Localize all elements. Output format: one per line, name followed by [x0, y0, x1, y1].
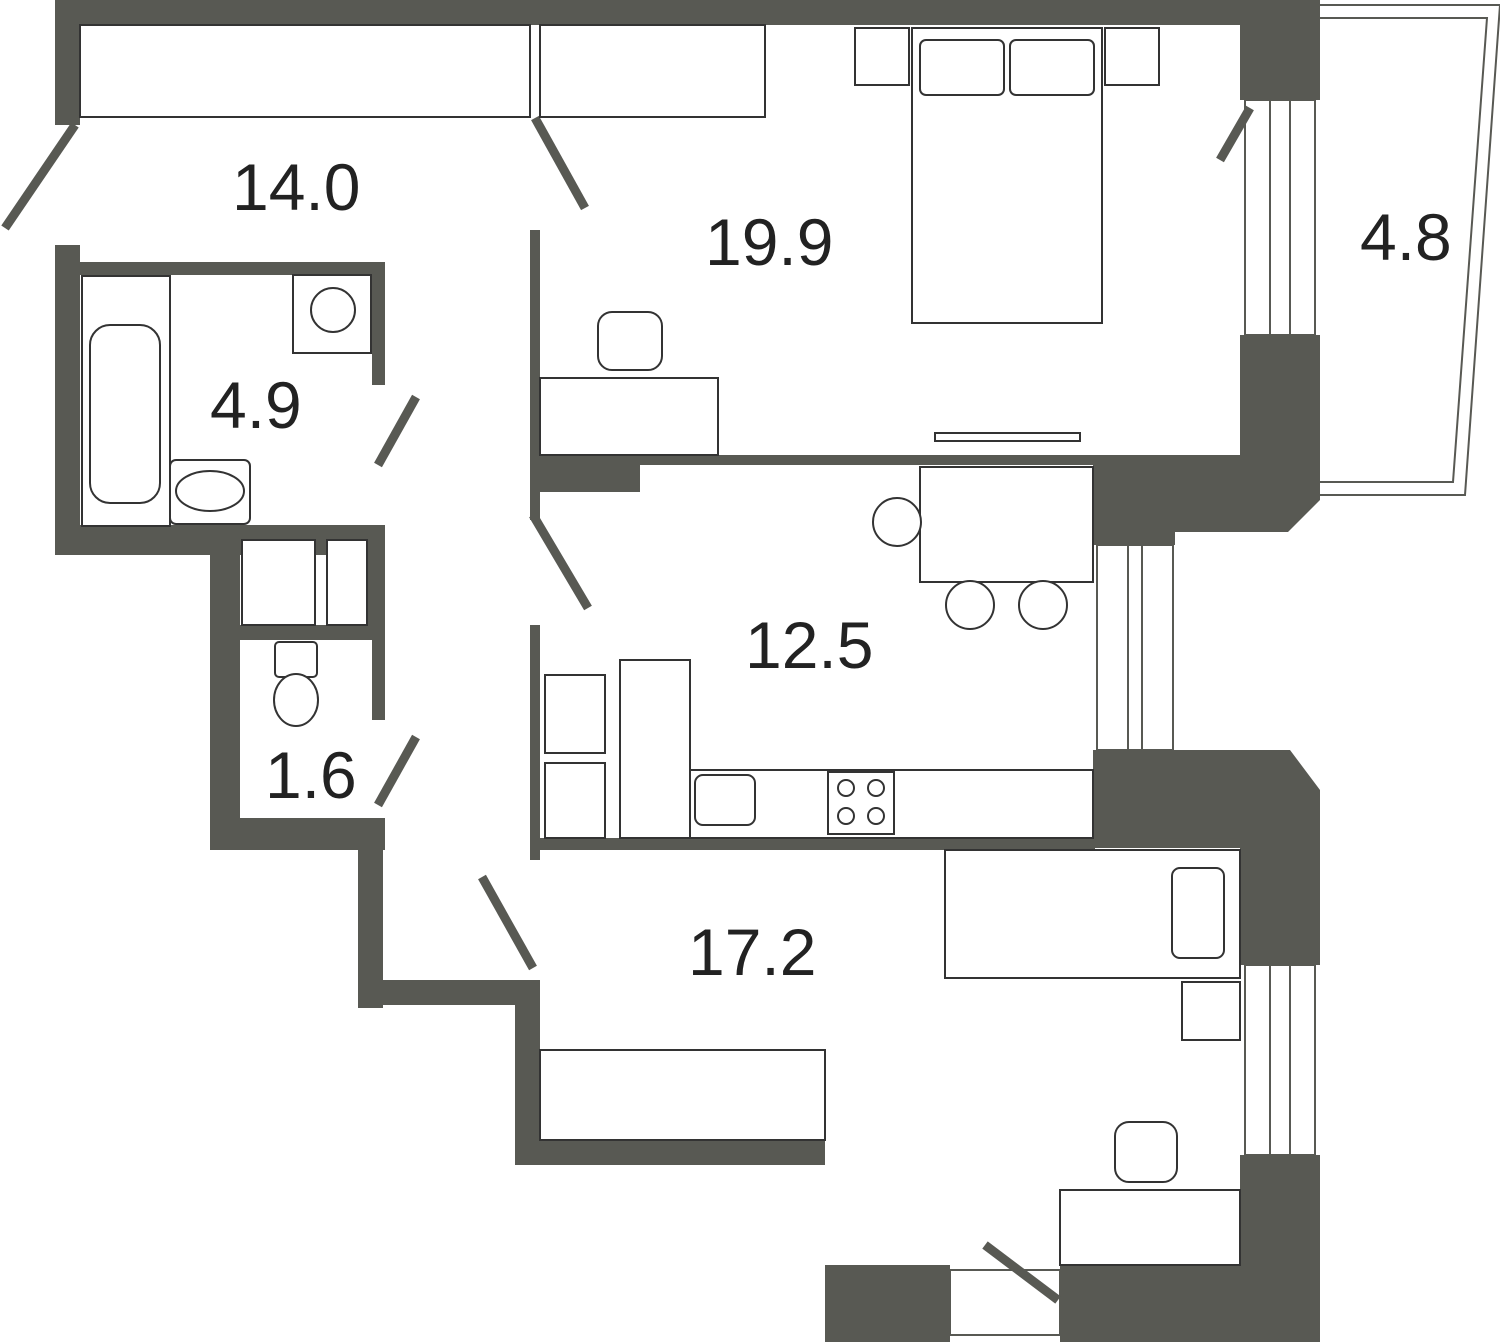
room-area-toilet: 1.6: [265, 738, 357, 812]
room-labels: 14.0 19.9 4.8 4.9 1.6 12.5 17.2: [210, 150, 1452, 989]
tv: [934, 432, 1081, 442]
chair-2: [1114, 1121, 1178, 1183]
kitchen-sink: [694, 774, 756, 826]
toilet: [274, 641, 318, 678]
room-area-balcony: 4.8: [1360, 200, 1452, 274]
windows: [949, 99, 1316, 1336]
room-area-bathroom: 4.9: [210, 368, 302, 442]
desk: [539, 377, 719, 456]
wardrobe: [539, 24, 766, 118]
walls: [55, 0, 1320, 1342]
wardrobe-2: [539, 1049, 826, 1141]
chair: [597, 311, 663, 371]
room-area-hallway: 14.0: [232, 150, 360, 224]
hob: [827, 771, 895, 835]
room-area-second-bedroom: 17.2: [688, 915, 816, 989]
room-area-bedroom: 19.9: [705, 205, 833, 279]
furniture: [79, 24, 1241, 1266]
dining-table: [919, 466, 1094, 583]
doors: [1, 105, 1254, 1304]
balcony-outline: [1320, 4, 1500, 496]
wardrobe: [79, 24, 531, 118]
room-area-kitchen: 12.5: [745, 608, 873, 682]
desk-2: [1059, 1189, 1241, 1266]
